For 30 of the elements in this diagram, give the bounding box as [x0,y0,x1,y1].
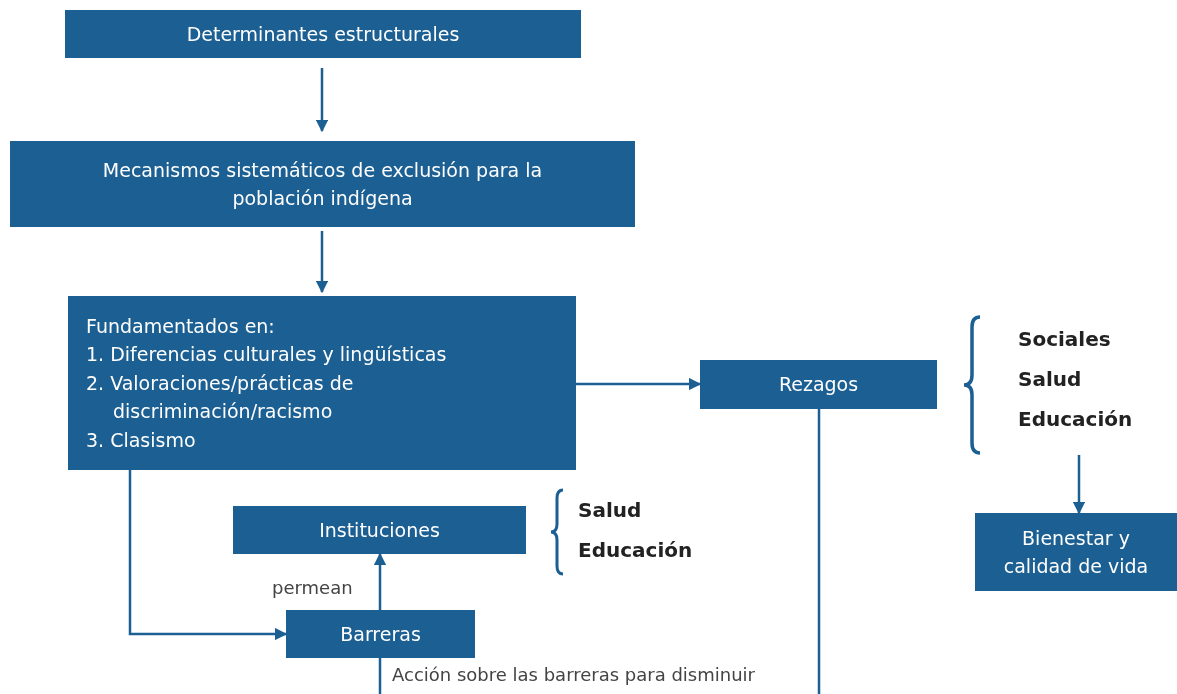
process-box [233,506,526,554]
box-label: Barreras [340,621,421,647]
arrow [315,68,329,133]
arrow [576,377,702,391]
category-label: Salud [578,498,642,522]
box-label: Bienestar y calidad de vida [1002,525,1150,579]
box-label: Determinantes estructurales [186,21,460,47]
category-label: Educación [578,538,693,562]
process-box [10,141,635,227]
box-label: Fundamentados en: [86,313,275,339]
category-label: Educación [1018,407,1133,431]
box-label: 2. Valoraciones/prácticas de discriminación/racismo [86,370,355,425]
arrow [373,552,387,610]
arrow [128,470,288,641]
process-box [68,296,576,470]
category-label: Sociales [1018,327,1111,351]
process-box [975,513,1177,591]
arrow [1072,455,1086,515]
category-label: Salud [1018,367,1082,391]
box-label: 3. Clasismo [86,427,197,453]
note-text: Acción sobre las barreras para disminuir [392,664,755,685]
box-label: Mecanismos sistemáticos de exclusión para la población indígena [101,157,544,211]
arrow [315,231,329,294]
edge-label: permean [272,577,353,598]
process-box [65,10,581,58]
process-box [286,610,475,658]
box-label: Rezagos [778,372,859,398]
process-box [700,360,937,409]
box-label: 1. Diferencias culturales y lingüísticas [86,342,447,368]
box-label: Instituciones [319,517,440,543]
